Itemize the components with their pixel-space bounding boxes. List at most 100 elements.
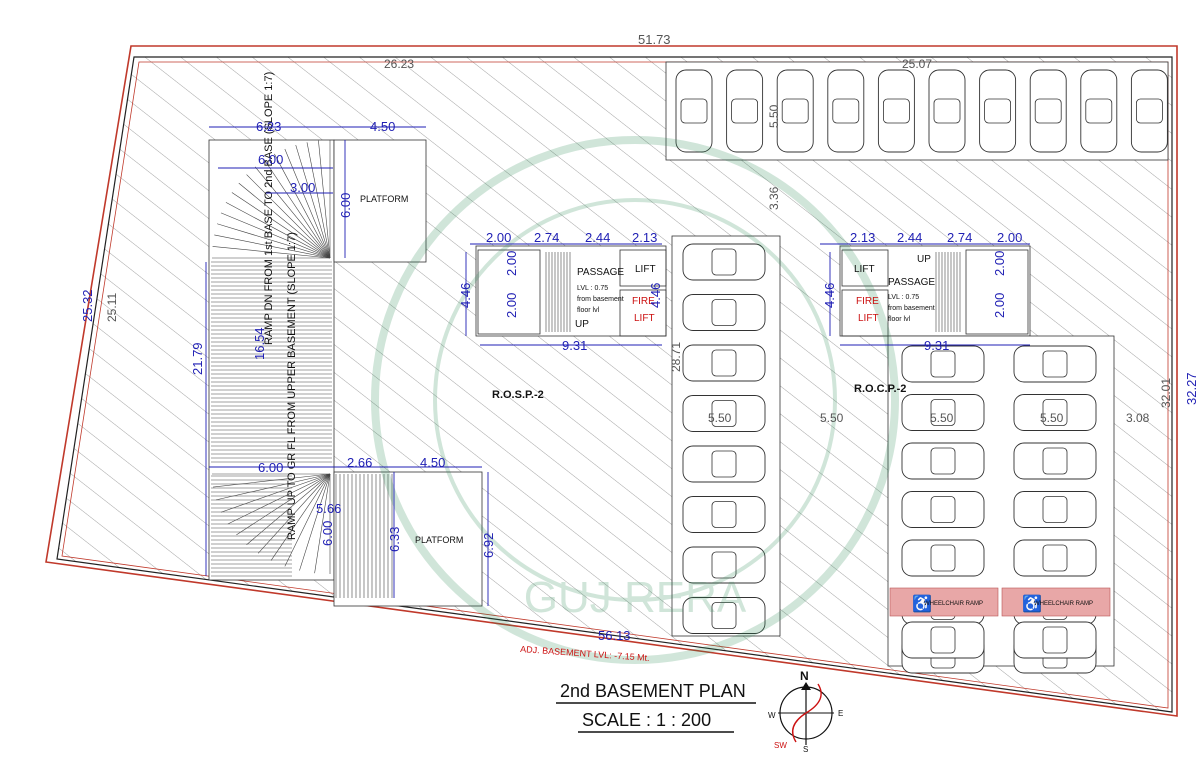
- dimension-texts: 51.73 26.23 25.07 25.32 25.11 32.27 32.0…: [80, 32, 1199, 663]
- car-icon: [726, 69, 764, 153]
- car-icon: [1080, 69, 1118, 153]
- fire-lift-label-left-2: LIFT: [634, 313, 655, 324]
- up-label-left: UP: [575, 319, 589, 330]
- fire-lift-label-left-1: FIRE: [632, 296, 655, 307]
- car-icon: [901, 442, 985, 480]
- passage-lvl-right-1: LVL : 0.75: [888, 294, 919, 301]
- car-icon: [682, 445, 766, 483]
- dim-ramp-inner-width: 6.00: [258, 152, 283, 167]
- rocp-label: R.O.C.P.-2: [854, 383, 906, 395]
- car-icon: [1013, 491, 1097, 528]
- car-icon: [901, 539, 985, 577]
- dim-ramp-lower-gap: 2.66: [347, 455, 372, 470]
- platform-label-top: PLATFORM: [360, 194, 408, 204]
- dim-core-left-total: 9.31: [562, 338, 587, 353]
- passage-label-left: PASSAGE: [577, 267, 624, 278]
- dim-ramp-curve: 3.00: [290, 180, 315, 195]
- dim-ramp-top-platform: 4.50: [370, 119, 395, 134]
- dim-ramp-lower-platform: 4.50: [420, 455, 445, 470]
- dim-top-overall: 51.73: [638, 32, 671, 47]
- dim-row-3: 5.50: [1040, 411, 1064, 425]
- dim-ramp-lower-curve-height: 6.00: [320, 521, 335, 546]
- car-icon: [682, 496, 766, 533]
- dim-core-left-w2: 2.74: [534, 230, 559, 245]
- dim-ramp-overall: 21.79: [190, 342, 205, 375]
- car-icon: [682, 597, 766, 634]
- room-labels: PLATFORM PLATFORM LIFT FIRE LIFT PASSAGE…: [263, 72, 935, 545]
- car-icon: [1013, 539, 1097, 577]
- dim-top-left: 26.23: [384, 57, 414, 71]
- dim-top-right: 25.07: [902, 57, 932, 71]
- dim-core-left-h: 4.46: [458, 283, 473, 308]
- car-icon: [675, 69, 713, 153]
- wheelchair-ramp-1: [889, 587, 999, 617]
- car-group: [675, 69, 1168, 674]
- dim-aisle-1: 5.50: [820, 411, 844, 425]
- dim-core-left-h2: 2.00: [504, 293, 519, 318]
- rera-watermark: GUJ RERA: [371, 136, 899, 664]
- car-icon: [901, 621, 985, 659]
- car-icon: [979, 69, 1017, 153]
- platform-top: [333, 139, 427, 263]
- north-compass-icon: N S E W SW: [768, 669, 843, 754]
- dim-core-left-w4: 2.13: [632, 230, 657, 245]
- dim-left-outer: 25.32: [80, 289, 95, 322]
- dim-core-left-h1: 2.00: [504, 251, 519, 276]
- dim-core-right-total: 9.31: [924, 338, 949, 353]
- car-icon: [682, 294, 766, 331]
- up-label-right: UP: [917, 254, 931, 265]
- car-icon: [682, 243, 766, 281]
- car-icon: [1130, 69, 1168, 153]
- dim-core-right-w3: 2.74: [947, 230, 972, 245]
- platform-label-bottom: PLATFORM: [415, 535, 463, 545]
- passage-label-right: PASSAGE: [888, 277, 935, 288]
- dim-core-right-w2: 2.44: [897, 230, 922, 245]
- wheelchair-ramp-label-2: WHEELCHAIR RAMP: [1034, 601, 1093, 607]
- car-icon: [1013, 621, 1097, 659]
- compass-e: E: [838, 709, 843, 718]
- watermark-bottom-text: GUJ RERA: [524, 573, 747, 622]
- car-icon: [1029, 69, 1067, 153]
- passage-lvl-right-3: floor lvl: [888, 316, 911, 323]
- car-icon: [682, 395, 766, 432]
- passage-lvl-left-3: floor lvl: [577, 307, 600, 314]
- car-icon: [682, 344, 766, 382]
- passage-lvl-left-1: LVL : 0.75: [577, 285, 608, 292]
- compass-w: W: [768, 711, 776, 720]
- compass-n: N: [800, 669, 809, 683]
- ramp-lines: [211, 140, 393, 598]
- dim-bottom: 56.13: [598, 628, 631, 643]
- dim-platform-height: 6.00: [338, 193, 353, 218]
- dim-row-1: 5.50: [708, 411, 732, 425]
- dim-core-right-w1: 2.13: [850, 230, 875, 245]
- ramp-block: [208, 139, 335, 581]
- site-boundary-outer: [45, 45, 1178, 717]
- dim-ramp-lower-width: 6.00: [258, 460, 283, 475]
- platform-bottom: [333, 471, 483, 607]
- car-icon: [877, 69, 915, 153]
- wheelchair-ramps: ♿ ♿ WHEELCHAIR RAMP WHEELCHAIR RAMP: [889, 587, 1111, 617]
- fire-lift-label-right-1: FIRE: [856, 296, 879, 307]
- dim-core-left-w3: 2.44: [585, 230, 610, 245]
- dim-core-right-h2: 2.00: [992, 293, 1007, 318]
- fire-lift-label-right-2: LIFT: [858, 313, 879, 324]
- car-icon: [776, 69, 814, 153]
- title-block: 2nd BASEMENT PLAN SCALE : 1 : 200: [556, 681, 756, 733]
- ramp-down-label: RAMP DN FROM 1st BASE TO 2nd BASE (SLOPE…: [263, 72, 275, 345]
- dim-core-left-h3: 4.46: [648, 283, 663, 308]
- dim-ramp-length: 16.54: [252, 327, 267, 360]
- core-details: [477, 249, 1029, 337]
- car-icon: [1013, 442, 1097, 480]
- passage-lvl-right-2: from basement: [888, 305, 935, 312]
- car-icon: [1013, 394, 1097, 431]
- core-left: [475, 245, 667, 337]
- dim-core-right-w4: 2.00: [997, 230, 1022, 245]
- lift-label-left: LIFT: [635, 264, 656, 275]
- stairs: [545, 252, 961, 332]
- dim-right-outer: 32.27: [1184, 372, 1199, 405]
- dim-left-inner: 25.11: [105, 293, 119, 322]
- plan-title: 2nd BASEMENT PLAN: [560, 681, 746, 701]
- site-boundary-inner: [56, 56, 1173, 713]
- car-icon: [682, 546, 766, 584]
- compass-s: S: [803, 745, 808, 754]
